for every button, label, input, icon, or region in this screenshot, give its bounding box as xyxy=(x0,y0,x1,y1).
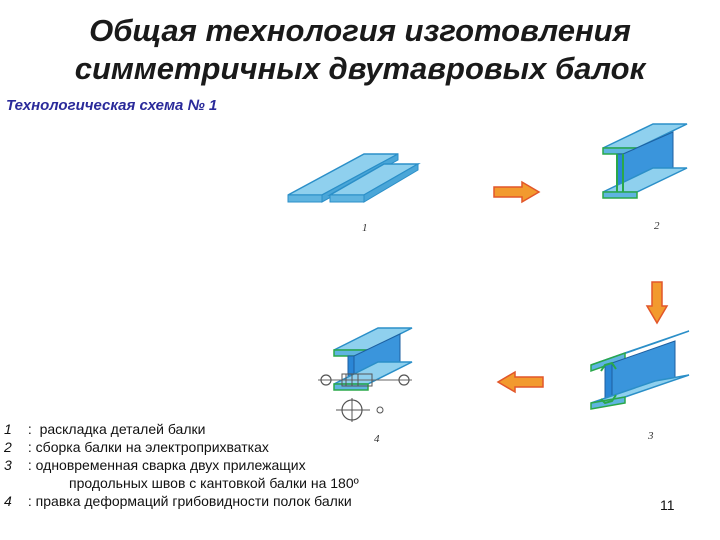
legend-text: продольных швов с кантовкой балки на 180… xyxy=(69,475,359,491)
arrow-down-icon xyxy=(645,281,669,325)
page-title: Общая технология изготовления симметричн… xyxy=(74,13,646,86)
figure-3-welded-beam xyxy=(590,330,690,410)
legend-item-3: 3 : одновременная сварка двух прилежащих xyxy=(4,456,474,474)
legend: 1 : раскладка деталей балки 2 : сборка б… xyxy=(4,420,474,510)
legend-number: 1 xyxy=(4,421,12,437)
figure-4-number: 4 xyxy=(374,433,380,445)
legend-item-4: 4 : правка деформаций грибовидности поло… xyxy=(4,492,474,510)
figure-2-number: 2 xyxy=(654,220,660,232)
legend-separator: : xyxy=(24,439,36,455)
scheme-label: Технологическая схема № 1 xyxy=(6,97,218,114)
legend-item-3-continued: продольных швов с кантовкой балки на 180… xyxy=(4,474,474,492)
legend-item-1: 1 : раскладка деталей балки xyxy=(4,420,474,438)
figure-4-straightening-fixture xyxy=(318,327,413,422)
figure-2-assembled-beam xyxy=(602,123,688,199)
figure-1-plates xyxy=(287,153,421,203)
legend-number: 2 xyxy=(4,439,12,455)
legend-separator: : xyxy=(24,457,36,473)
figure-3-number: 3 xyxy=(648,430,654,442)
legend-text: раскладка деталей балки xyxy=(39,421,206,437)
legend-separator: : xyxy=(24,421,40,437)
legend-number: 3 xyxy=(4,457,12,473)
arrow-right-icon xyxy=(493,180,541,204)
legend-number: 4 xyxy=(4,493,12,509)
legend-text: правка деформаций грибовидности полок ба… xyxy=(35,493,352,509)
arrow-left-icon xyxy=(496,370,544,394)
figure-1-number: 1 xyxy=(362,222,368,234)
legend-item-2: 2 : сборка балки на электроприхватках xyxy=(4,438,474,456)
legend-separator: : xyxy=(24,493,36,509)
legend-text: одновременная сварка двух прилежащих xyxy=(35,457,306,473)
legend-text: сборка балки на электроприхватках xyxy=(35,439,269,455)
page-number: 11 xyxy=(660,497,675,513)
